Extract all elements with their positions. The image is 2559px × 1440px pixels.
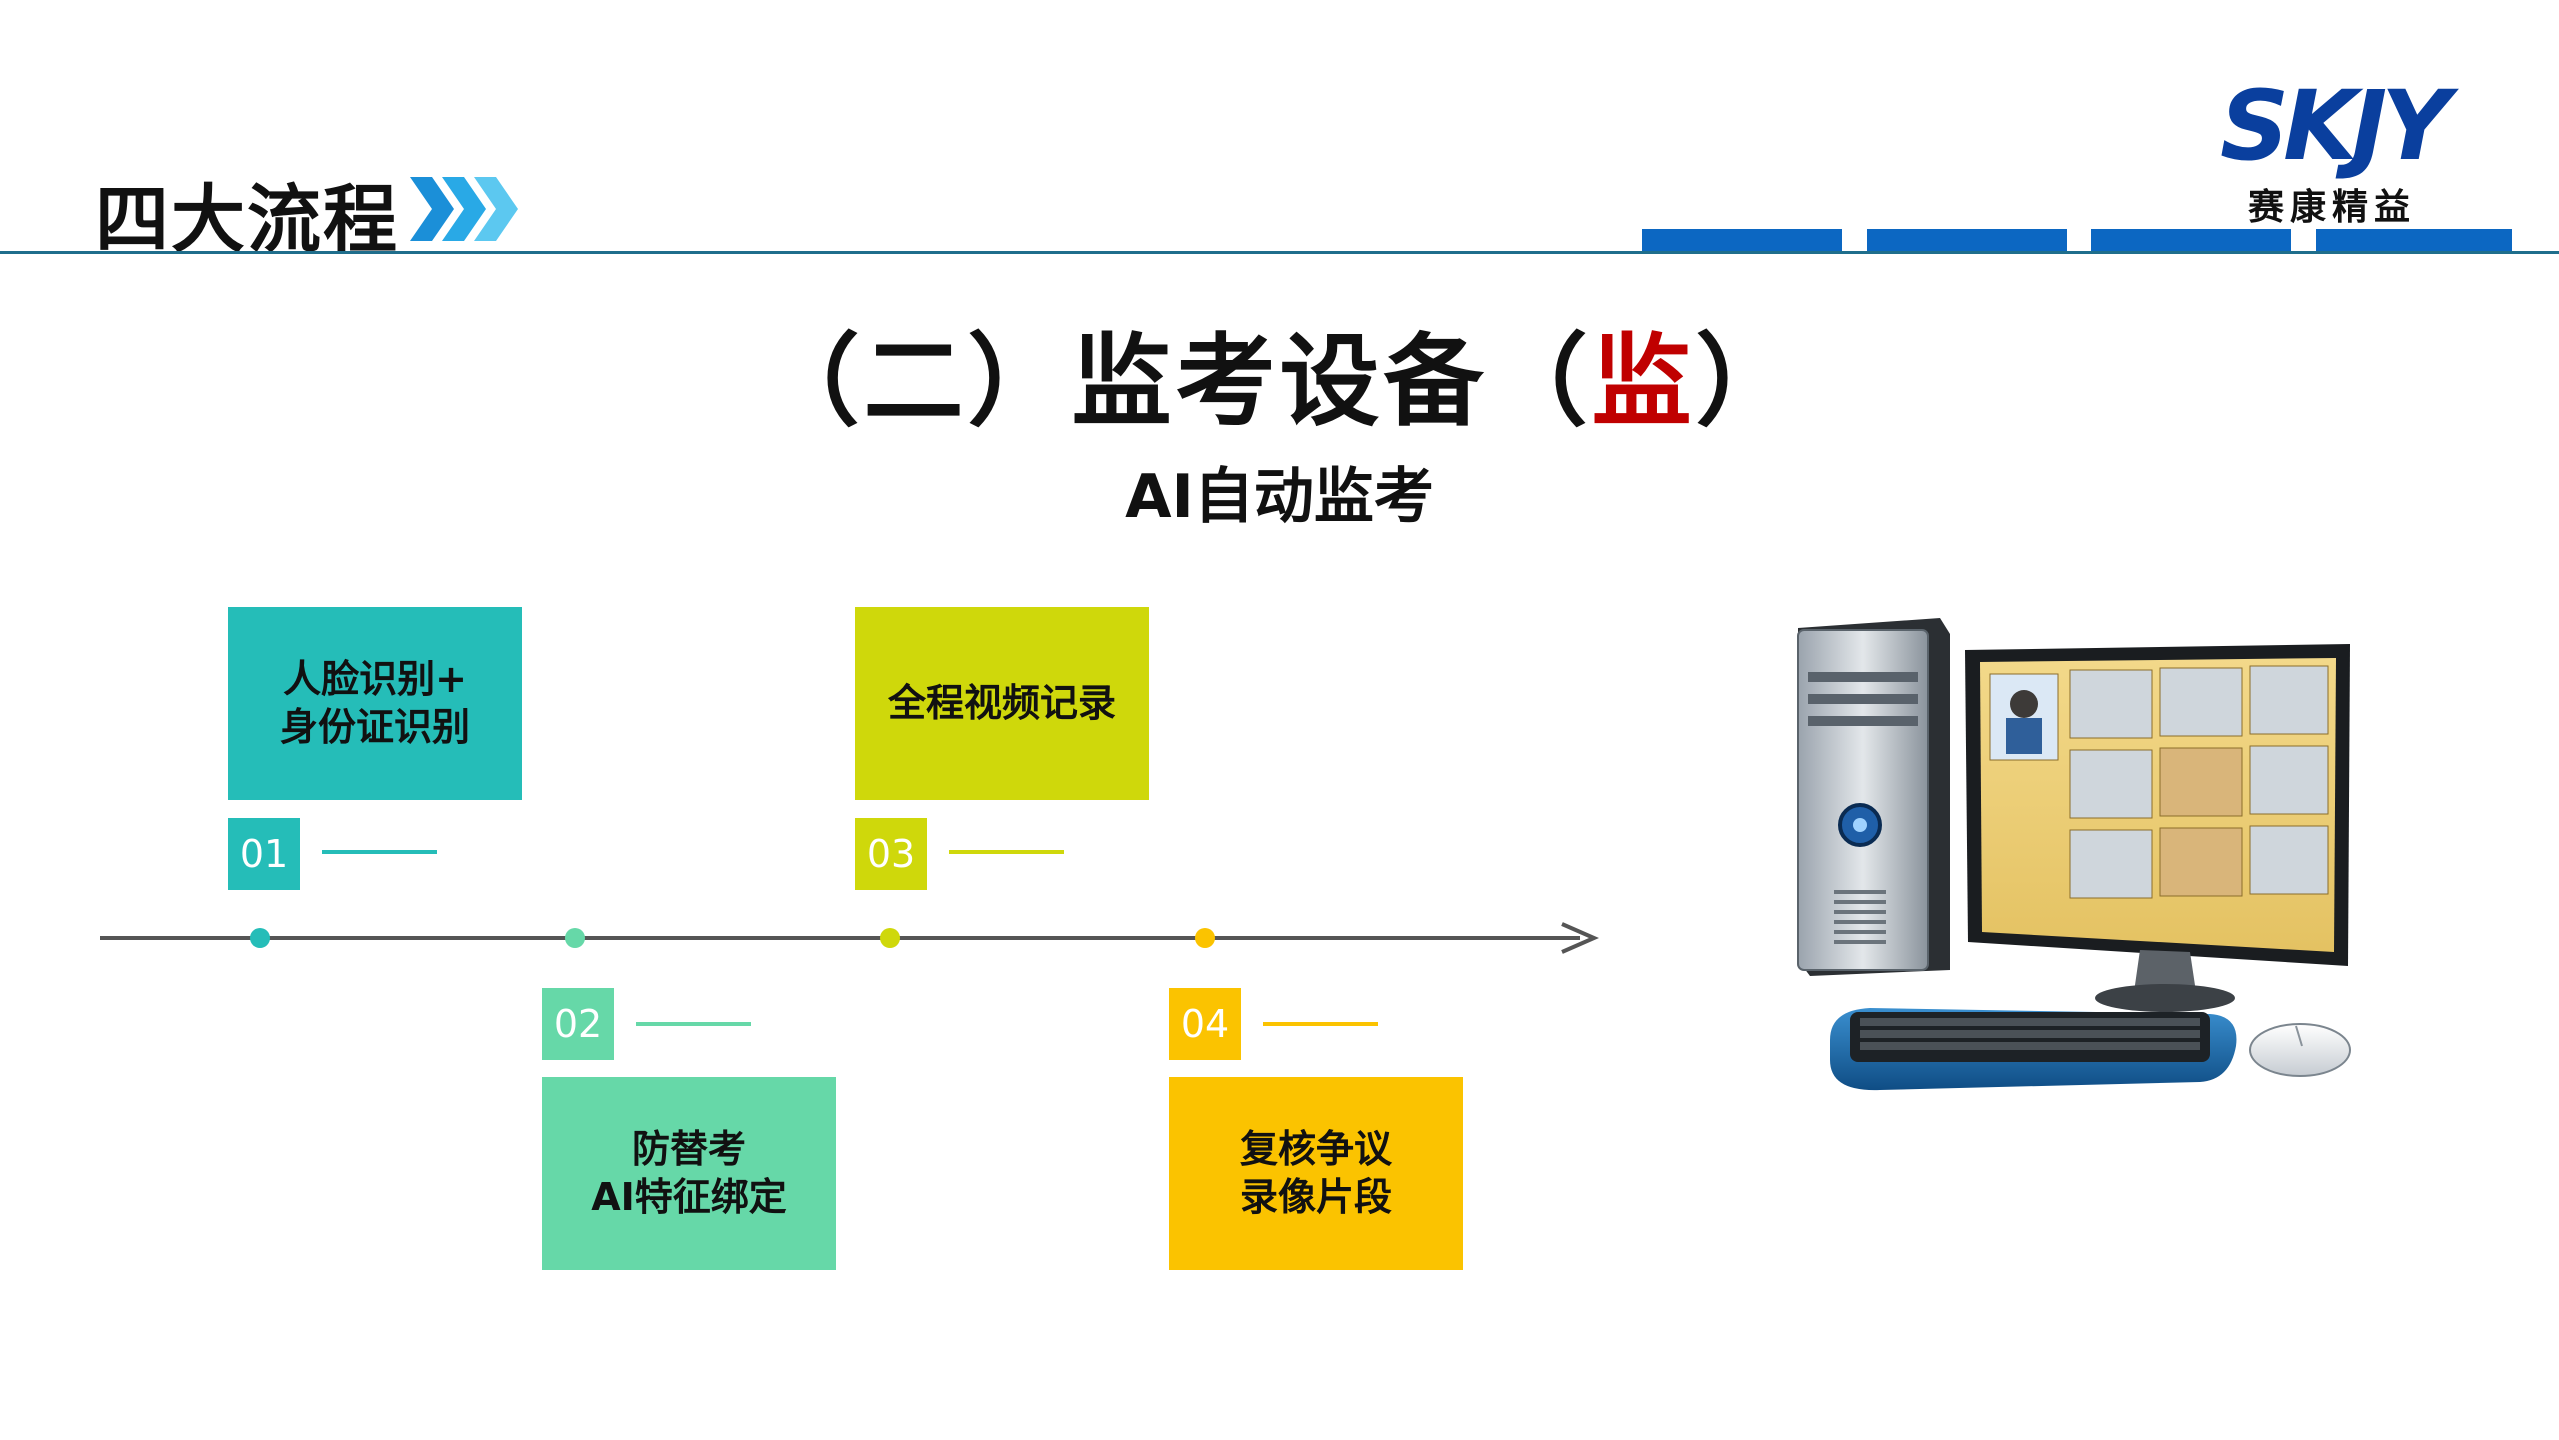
- timeline-dot-03: [880, 928, 900, 948]
- step-number-03: 03: [855, 818, 927, 890]
- timeline-dot-01: [250, 928, 270, 948]
- logo-main-text: SKJY: [2220, 70, 2445, 182]
- header-accent-bar: [2091, 229, 2291, 251]
- step-box-04: 复核争议 录像片段: [1169, 1077, 1463, 1270]
- page-title-suffix: ）: [1696, 323, 1800, 440]
- timeline-dot-02: [565, 928, 585, 948]
- step-line-03: [949, 850, 1064, 854]
- logo-mark: SKJY: [2220, 78, 2445, 174]
- logo-subtitle: 赛康精益: [2248, 178, 2416, 230]
- step-box-03: 全程视频记录: [855, 607, 1149, 800]
- page-title-prefix: （二）监考设备（: [760, 323, 1592, 440]
- timeline-dot-04: [1195, 928, 1215, 948]
- step-number-04: 04: [1169, 988, 1241, 1060]
- step-line-02: [636, 1022, 751, 1026]
- page-subtitle: AI自动监考: [0, 448, 2559, 535]
- header-accent-bar: [2316, 229, 2512, 251]
- step-number-01: 01: [228, 818, 300, 890]
- step-line-01: [322, 850, 437, 854]
- step-number-02: 02: [542, 988, 614, 1060]
- step-line-04: [1263, 1022, 1378, 1026]
- page-title-highlight: 监: [1592, 323, 1696, 440]
- header-accent-bar: [1867, 229, 2067, 251]
- desktop-computer-icon: [1790, 610, 2360, 1130]
- header-rule: [0, 251, 2559, 254]
- header-accent-bar: [1642, 229, 1842, 251]
- triple-chevron-right-icon: [410, 173, 520, 245]
- step-box-02: 防替考 AI特征绑定: [542, 1077, 836, 1270]
- page-title: （二）监考设备（监）: [0, 300, 2559, 445]
- company-logo: SKJY 赛康精益: [2220, 78, 2495, 218]
- step-box-01: 人脸识别+ 身份证识别: [228, 607, 522, 800]
